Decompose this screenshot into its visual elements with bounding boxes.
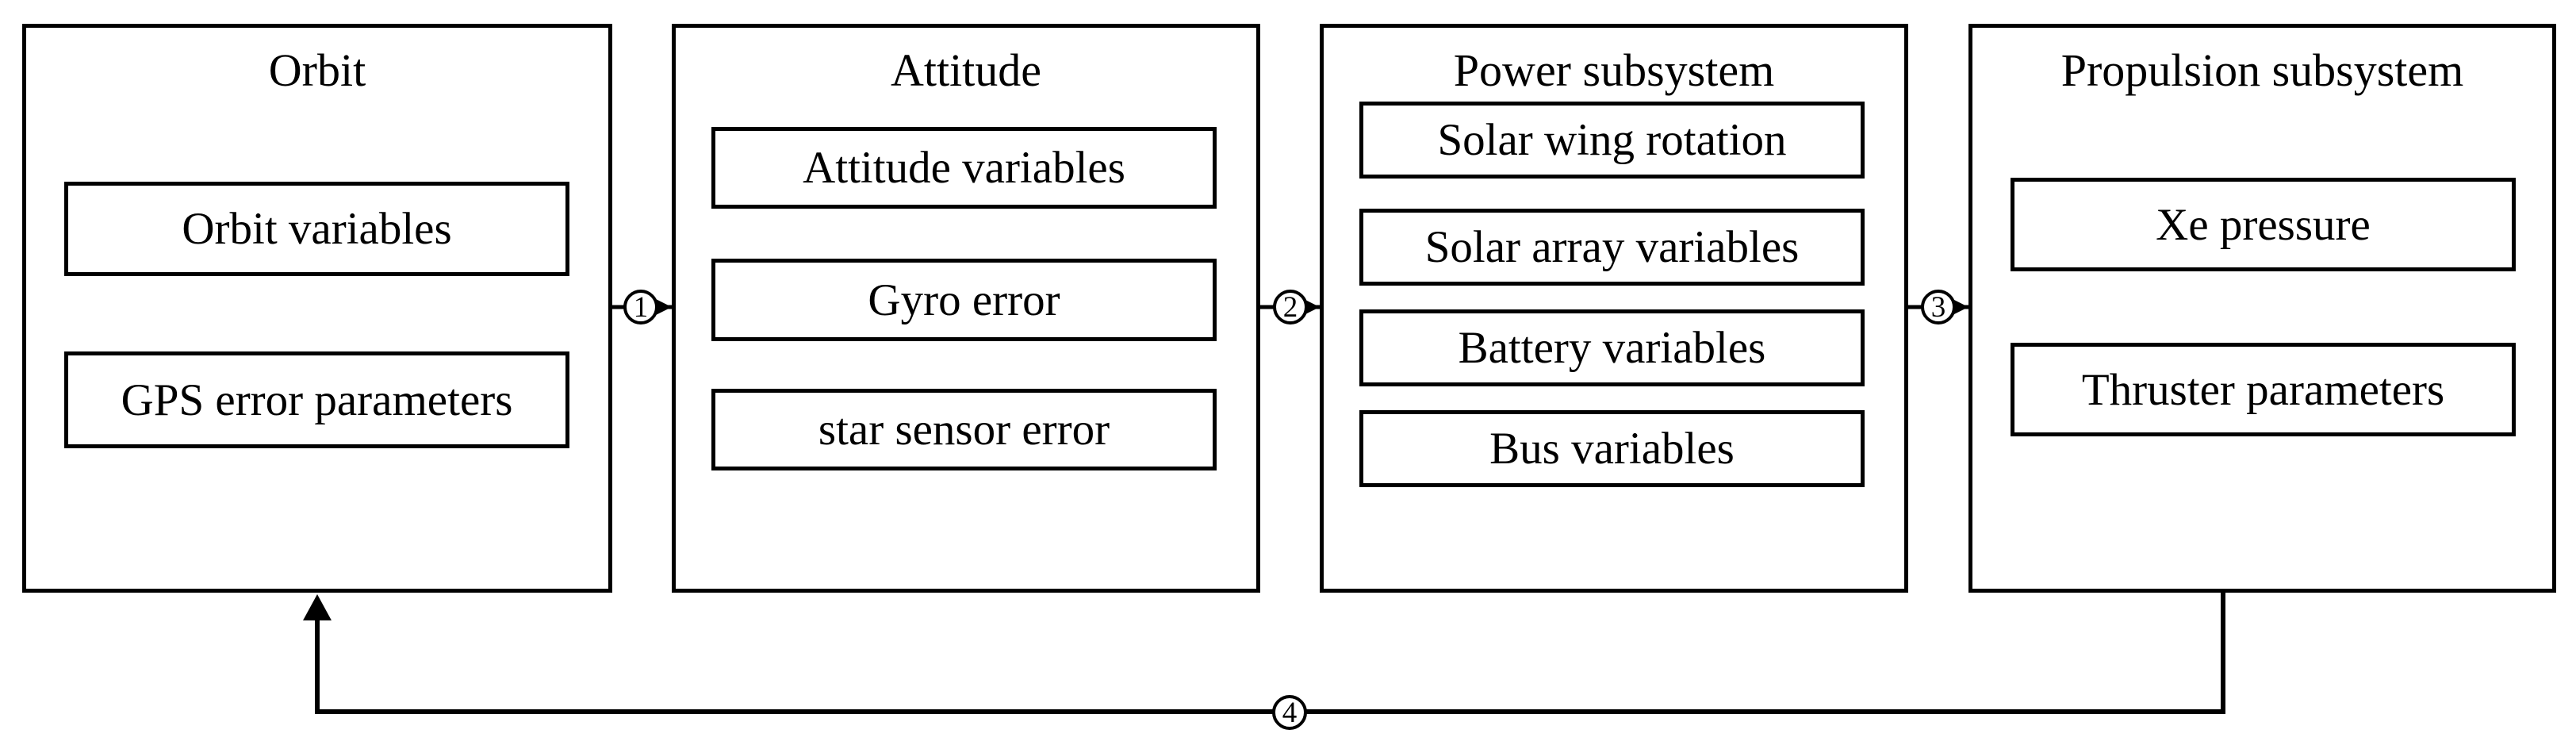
variable-box-orbit-variables: Orbit variables: [64, 182, 569, 276]
variable-box-battery-variables: Battery variables: [1359, 309, 1865, 386]
connector-2-label: 2: [1282, 290, 1298, 324]
connector-2-number-badge: 2: [1273, 290, 1308, 324]
connector-1-label: 1: [633, 290, 649, 324]
variable-box-bus-variables: Bus variables: [1359, 410, 1865, 487]
connector-4-feedback-line: [315, 593, 2225, 714]
variable-box-star-sensor-error: star sensor error: [711, 389, 1217, 470]
variable-box-solar-wing-rotation: Solar wing rotation: [1359, 102, 1865, 179]
subsystem-box-orbit: Orbit Orbit variables GPS error paramete…: [22, 24, 612, 593]
subsystem-box-attitude: Attitude Attitude variables Gyro error s…: [672, 24, 1260, 593]
connector-4-label: 4: [1282, 696, 1298, 729]
variable-box-thruster-parameters: Thruster parameters: [2011, 343, 2516, 436]
connector-1-arrowhead: [654, 298, 672, 316]
connector-3-label: 3: [1930, 290, 1946, 324]
connector-1-number-badge: 1: [623, 290, 658, 324]
connector-3-number-badge: 3: [1921, 290, 1956, 324]
variable-box-solar-array-variables: Solar array variables: [1359, 209, 1865, 286]
subsystem-title-orbit: Orbit: [268, 44, 366, 96]
variable-box-gps-error-parameters: GPS error parameters: [64, 351, 569, 448]
connector-4-number-badge: 4: [1272, 695, 1307, 730]
connector-4-arrowhead: [303, 594, 332, 620]
subsystem-title-propulsion: Propulsion subsystem: [2060, 44, 2464, 96]
subsystem-box-power: Power subsystem Solar wing rotation Sola…: [1320, 24, 1908, 593]
variable-box-gyro-error: Gyro error: [711, 259, 1217, 341]
subsystem-box-propulsion: Propulsion subsystem Xe pressure Thruste…: [1968, 24, 2556, 593]
variable-box-xe-pressure: Xe pressure: [2011, 178, 2516, 271]
subsystem-title-attitude: Attitude: [890, 44, 1042, 96]
subsystem-title-power: Power subsystem: [1453, 44, 1775, 96]
variable-box-attitude-variables: Attitude variables: [711, 127, 1217, 209]
